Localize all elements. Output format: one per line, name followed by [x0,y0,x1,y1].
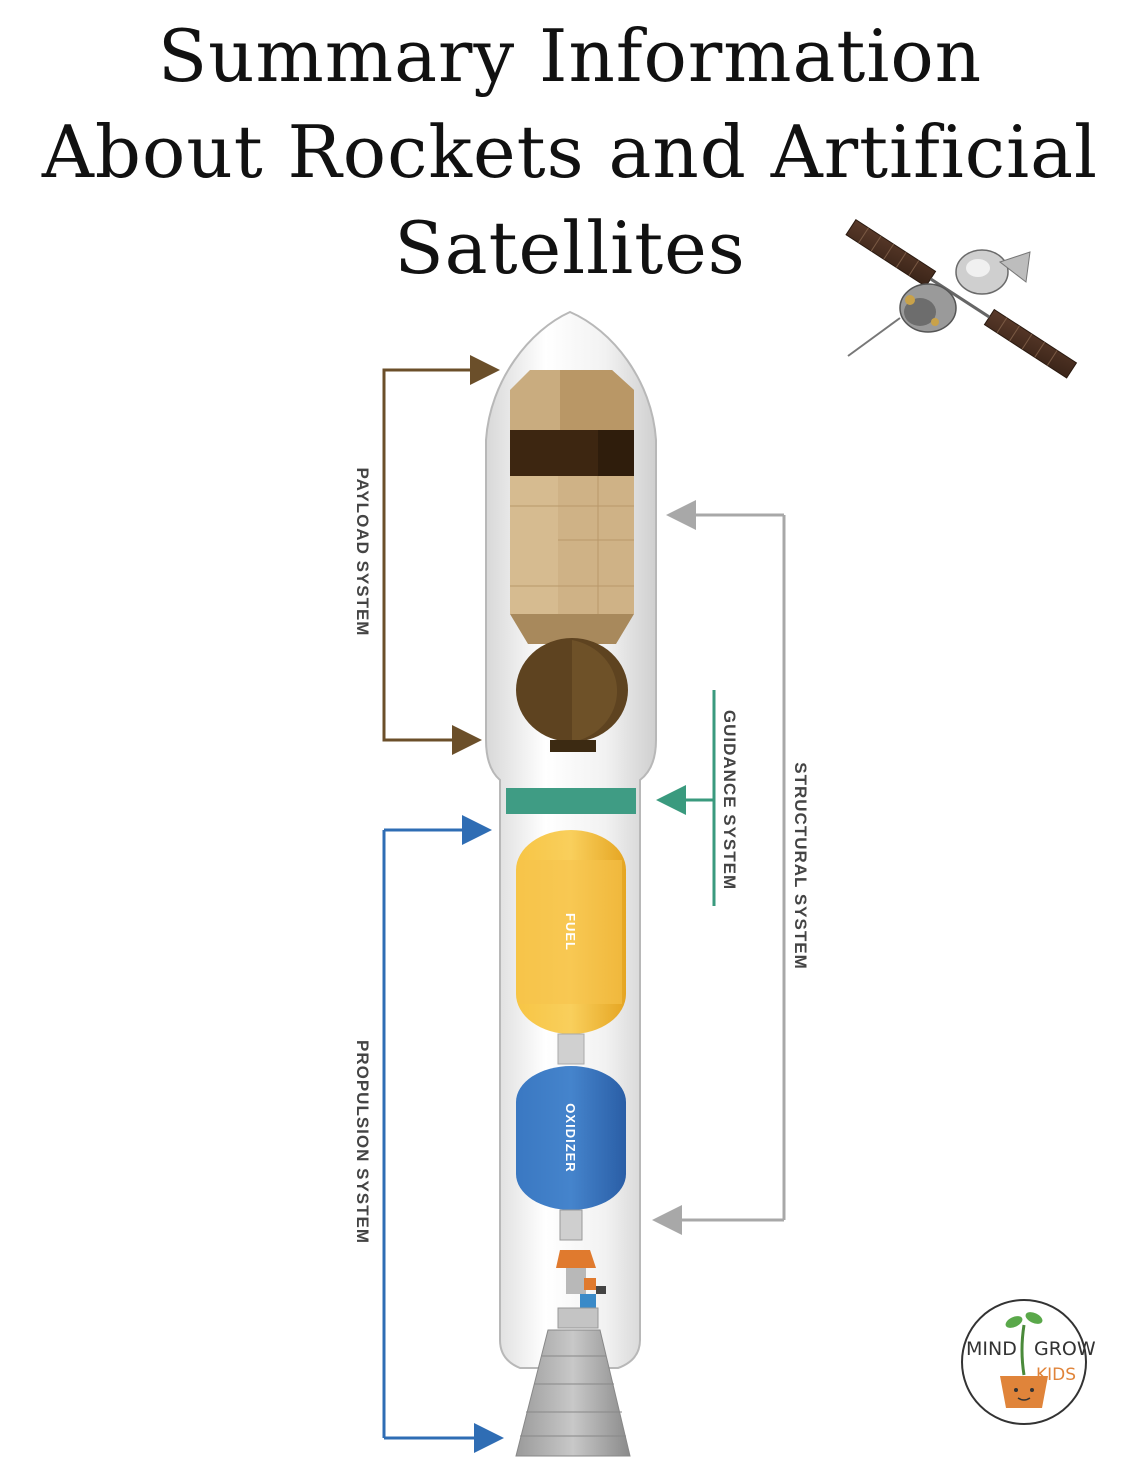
logo-mind: MIND [966,1338,1017,1360]
title-block: Summary Information About Rockets and Ar… [0,8,1140,296]
title-line-2: About Rockets and Artificial [41,110,1099,194]
title-line-3: Satellites [394,206,746,290]
propulsion-system-label: PROPULSION SYSTEM [353,1040,372,1244]
satellite-icon [845,218,1078,379]
title-line-1: Summary Information [157,14,983,98]
fuel-label: FUEL [563,913,578,951]
oxidizer-tank: OXIDIZER [516,1066,626,1210]
guidance-system-bracket: GUIDANCE SYSTEM [656,690,739,906]
structural-system-label: STRUCTURAL SYSTEM [791,762,810,969]
engine [556,1209,606,1329]
nozzle [515,1329,631,1457]
logo-grow: GROW [1034,1338,1096,1360]
payload-system-bracket: PAYLOAD SYSTEM [353,355,500,755]
guidance-system-label: GUIDANCE SYSTEM [720,710,739,890]
mind-grow-kids-logo: MIND GROW KIDS [961,1299,1096,1425]
tank-connector [557,1033,585,1065]
structural-system-bracket: STRUCTURAL SYSTEM [652,500,810,1235]
propulsion-system-bracket: PROPULSION SYSTEM [353,815,504,1453]
guidance-band [506,788,636,814]
oxidizer-label: OXIDIZER [563,1103,578,1172]
fuel-tank: FUEL [516,830,626,1034]
payload-system-label: PAYLOAD SYSTEM [353,468,372,637]
payload-capsule [510,370,634,752]
